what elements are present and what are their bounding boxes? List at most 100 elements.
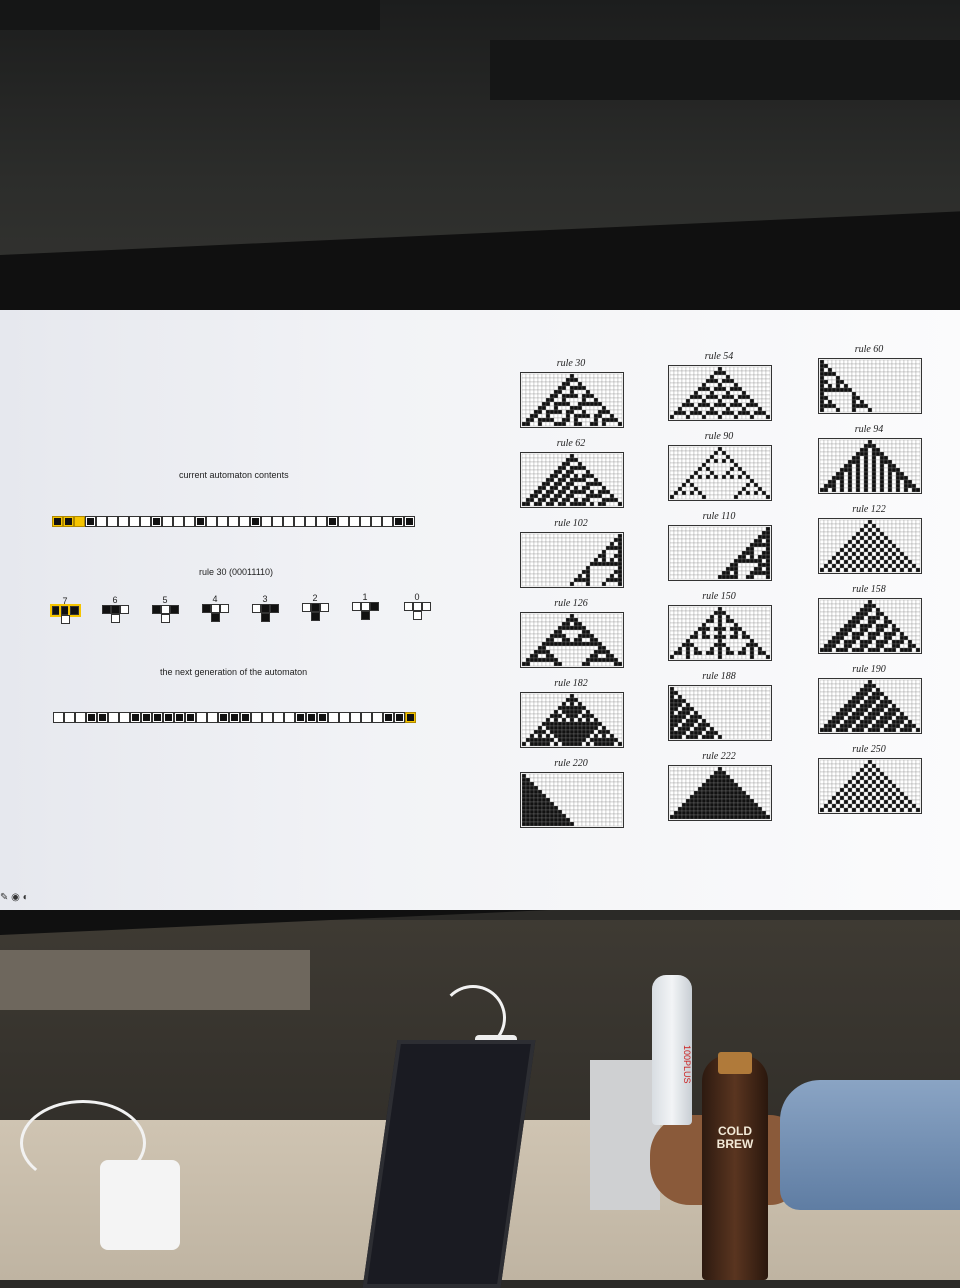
ca-cell — [900, 408, 904, 412]
ca-cell — [888, 536, 892, 540]
ca-cell — [872, 384, 876, 388]
ca-cell — [726, 607, 730, 611]
ca-cell — [702, 403, 706, 407]
ca-cell — [852, 716, 856, 720]
ca-cell — [726, 379, 730, 383]
ceiling-beam — [490, 40, 960, 100]
ca-cell — [880, 408, 884, 412]
ca-cell — [670, 399, 674, 403]
ca-cell — [538, 654, 542, 658]
ca-cell — [706, 475, 710, 479]
ca-cell — [820, 392, 824, 396]
ca-cell — [872, 620, 876, 624]
ca-cell — [872, 564, 876, 568]
ca-cell — [550, 470, 554, 474]
ca-cell — [566, 662, 570, 666]
ca-cell — [742, 447, 746, 451]
ca-cell — [754, 371, 758, 375]
ca-cell — [836, 628, 840, 632]
ca-cell — [710, 731, 714, 735]
ca-cell — [884, 528, 888, 532]
ca-cell — [690, 543, 694, 547]
ca-cell — [714, 719, 718, 723]
ca-cell — [876, 360, 880, 364]
ca-cell — [876, 532, 880, 536]
ca-cell — [574, 490, 578, 494]
ca-cell — [820, 484, 824, 488]
ca-cell — [578, 418, 582, 422]
ca-cell — [722, 699, 726, 703]
ca-cell — [762, 471, 766, 475]
ca-cell — [594, 614, 598, 618]
ca-cell — [614, 562, 618, 566]
ca-cell — [912, 380, 916, 384]
ca-cell — [836, 444, 840, 448]
ca-cell — [730, 403, 734, 407]
ca-cell — [832, 408, 836, 412]
ca-cell — [694, 543, 698, 547]
ca-cell — [824, 364, 828, 368]
ca-cell — [714, 575, 718, 579]
ca-cell — [722, 391, 726, 395]
ca-cell — [864, 392, 868, 396]
neighborhood-cell — [161, 605, 170, 614]
ca-cell — [856, 692, 860, 696]
ca-cell — [836, 704, 840, 708]
ca-cell — [614, 474, 618, 478]
ca-cell — [888, 440, 892, 444]
ca-cell — [766, 551, 770, 555]
ca-cell — [722, 411, 726, 415]
ca-cell — [722, 627, 726, 631]
ca-cell — [718, 391, 722, 395]
ca-cell — [912, 544, 916, 548]
ca-cell — [868, 616, 872, 620]
ca-cell — [758, 475, 762, 479]
ca-cell — [750, 411, 754, 415]
ca-cell — [892, 620, 896, 624]
ca-cell — [884, 392, 888, 396]
ca-cell — [566, 550, 570, 554]
ca-cell — [746, 371, 750, 375]
ca-cell — [606, 642, 610, 646]
ca-cell — [558, 474, 562, 478]
ca-cell — [574, 634, 578, 638]
ca-cell — [538, 714, 542, 718]
ca-cell — [726, 375, 730, 379]
ca-cell — [694, 527, 698, 531]
ca-cell — [848, 696, 852, 700]
ca-cell — [698, 403, 702, 407]
ca-cell — [726, 715, 730, 719]
ca-cell — [590, 710, 594, 714]
ca-cell — [706, 735, 710, 739]
ca-cell — [674, 635, 678, 639]
ca-cell — [836, 552, 840, 556]
ca-cell — [754, 491, 758, 495]
ca-cell — [550, 490, 554, 494]
ca-cell — [868, 548, 872, 552]
ca-cell — [908, 624, 912, 628]
ca-cell — [762, 391, 766, 395]
ca-cell — [730, 611, 734, 615]
ca-cell — [852, 628, 856, 632]
ca-cell — [738, 539, 742, 543]
ca-cell — [904, 612, 908, 616]
ca-cell — [844, 360, 848, 364]
neighborhood-cell — [320, 603, 329, 612]
ca-cell — [674, 455, 678, 459]
ca-cell — [836, 644, 840, 648]
ca-cell — [738, 571, 742, 575]
ca-cell — [718, 403, 722, 407]
ca-cell — [590, 490, 594, 494]
ca-cell — [738, 703, 742, 707]
ca-cell — [602, 374, 606, 378]
ca-cell — [530, 630, 534, 634]
ca-cell — [546, 498, 550, 502]
ca-cell — [714, 707, 718, 711]
ca-cell — [698, 395, 702, 399]
ca-cell — [820, 376, 824, 380]
ca-cell — [884, 688, 888, 692]
ca-cell — [722, 475, 726, 479]
ca-cell — [828, 640, 832, 644]
ca-cell — [746, 615, 750, 619]
ca-cell — [738, 383, 742, 387]
